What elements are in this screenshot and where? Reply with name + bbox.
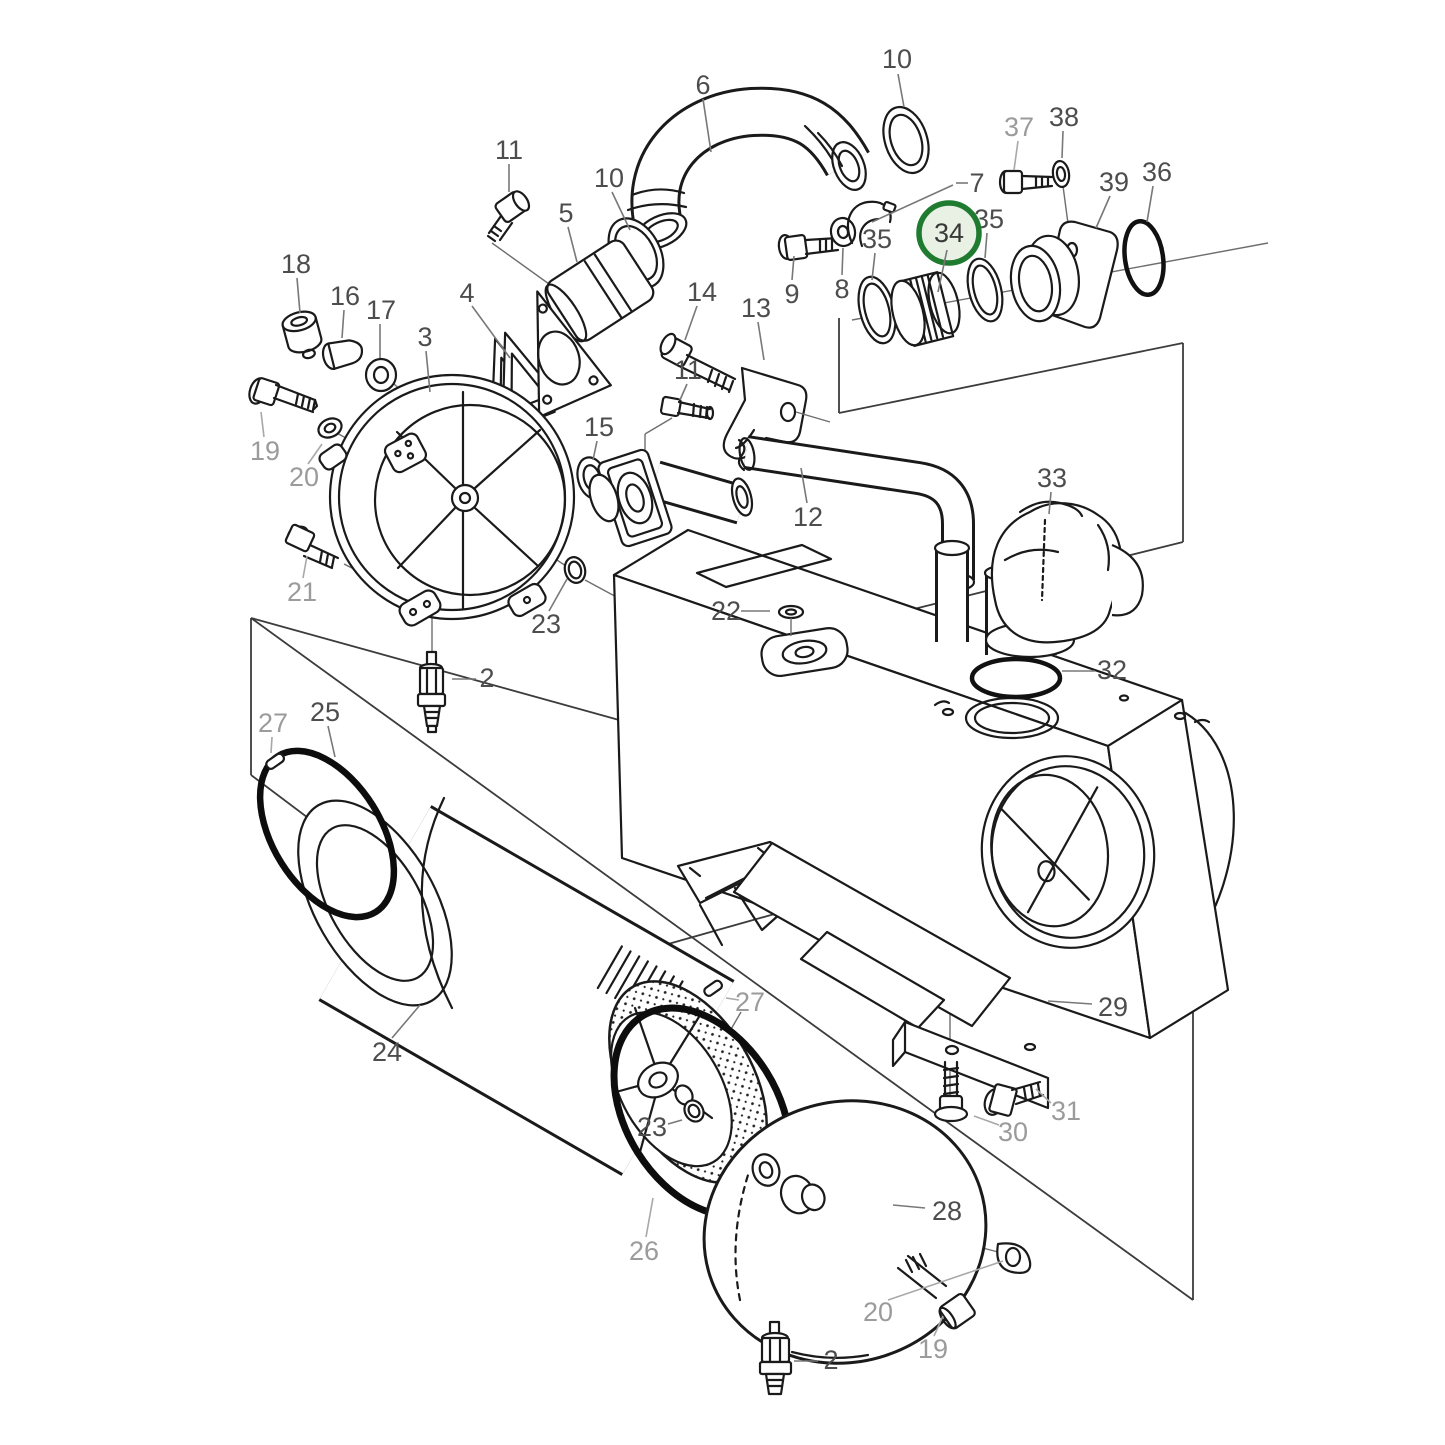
part-pin-27-upper [265, 752, 286, 770]
part-bolt-11-mid [661, 397, 713, 419]
part-label-5: 5 [558, 198, 573, 228]
part-oring-35-right [962, 255, 1009, 325]
part-label-15: 15 [584, 412, 614, 442]
part-label-28: 28 [932, 1196, 962, 1226]
part-label-16: 16 [330, 281, 360, 311]
part-fitting-2-upper [418, 652, 445, 732]
part-label-27: 27 [258, 708, 288, 738]
part-label-36: 36 [1142, 157, 1172, 187]
leader-line-25 [328, 726, 335, 757]
part-label-23: 23 [531, 609, 561, 639]
leader-line-23 [549, 579, 567, 611]
part-label-24: 24 [372, 1037, 402, 1067]
part-oring-36 [1120, 219, 1168, 298]
leader-line-18 [297, 278, 300, 313]
part-sleeve-34 [885, 270, 965, 349]
part-label-8: 8 [834, 274, 849, 304]
part-label-30: 30 [998, 1117, 1028, 1147]
leader-line-10 [898, 74, 904, 107]
leader-line-36 [1147, 186, 1153, 222]
part-label-32: 32 [1097, 655, 1127, 685]
part-label-23: 23 [637, 1112, 667, 1142]
leader-line-19 [261, 412, 264, 437]
part-label-18: 18 [281, 249, 311, 279]
part-label-20: 20 [289, 462, 319, 492]
leader-line-38 [1062, 131, 1063, 158]
part-washer-20-lower [997, 1243, 1030, 1273]
part-plug-16 [320, 336, 364, 371]
part-label-14: 14 [687, 277, 717, 307]
leader-line-11 [680, 384, 687, 400]
part-cap-nut-18 [280, 308, 325, 362]
leader-line-37 [1014, 141, 1018, 170]
part-bolt-19-upper [246, 376, 317, 412]
leader-line-15 [593, 441, 597, 460]
leader-line-35 [985, 233, 987, 258]
part-inlet-pipe [584, 448, 755, 548]
part-label-10: 10 [882, 44, 912, 74]
part-oring-10-top [876, 101, 937, 179]
part-label-9: 9 [784, 279, 799, 309]
part-label-19: 19 [918, 1334, 948, 1364]
part-label-7: 7 [969, 168, 984, 198]
part-label-3: 3 [417, 322, 432, 352]
part-bolt-9 [777, 234, 838, 260]
leader-line-30 [974, 1116, 999, 1125]
part-label-20: 20 [863, 1297, 893, 1327]
part-bolt-37 [1000, 171, 1052, 193]
leader-line-21 [303, 556, 307, 578]
part-label-11: 11 [674, 355, 702, 385]
part-washer-38 [1051, 160, 1070, 188]
part-label-39: 39 [1099, 167, 1129, 197]
part-washer-17 [366, 359, 396, 391]
part-label-37: 37 [1004, 112, 1034, 142]
part-label-2: 2 [479, 663, 494, 693]
part-label-2: 2 [823, 1345, 838, 1375]
part-label-4: 4 [459, 278, 474, 308]
part-label-25: 25 [310, 697, 340, 727]
leader-line-8 [842, 248, 843, 275]
part-label-10: 10 [594, 163, 624, 193]
part-label-26: 26 [629, 1236, 659, 1266]
part-label-34: 34 [934, 218, 964, 248]
leader-line-39 [1096, 196, 1110, 228]
part-label-31: 31 [1051, 1096, 1081, 1126]
part-label-38: 38 [1049, 102, 1079, 132]
part-label-22: 22 [711, 596, 741, 626]
part-label-12: 12 [793, 502, 823, 532]
part-label-27: 27 [735, 987, 765, 1017]
leader-line-5 [568, 227, 577, 262]
part-label-21: 21 [287, 577, 317, 607]
part-label-13: 13 [741, 293, 771, 323]
part-label-11: 11 [495, 135, 523, 165]
leader-line-14 [685, 306, 697, 340]
leader-line-13 [758, 322, 764, 360]
part-label-33: 33 [1037, 463, 1067, 493]
leader-line-27 [271, 737, 272, 753]
part-housing-3 [317, 375, 574, 628]
part-label-35: 35 [862, 224, 892, 254]
part-label-19: 19 [250, 436, 280, 466]
part-label-29: 29 [1098, 992, 1128, 1022]
leader-line-26 [646, 1198, 653, 1237]
part-bolt-11-upper [488, 189, 532, 241]
part-flange-39 [1004, 222, 1118, 328]
part-washer-20-upper [315, 415, 344, 441]
part-label-17: 17 [366, 295, 396, 325]
leader-line-16 [342, 310, 344, 338]
part-bolt-21 [285, 524, 338, 568]
part-label-6: 6 [695, 70, 710, 100]
